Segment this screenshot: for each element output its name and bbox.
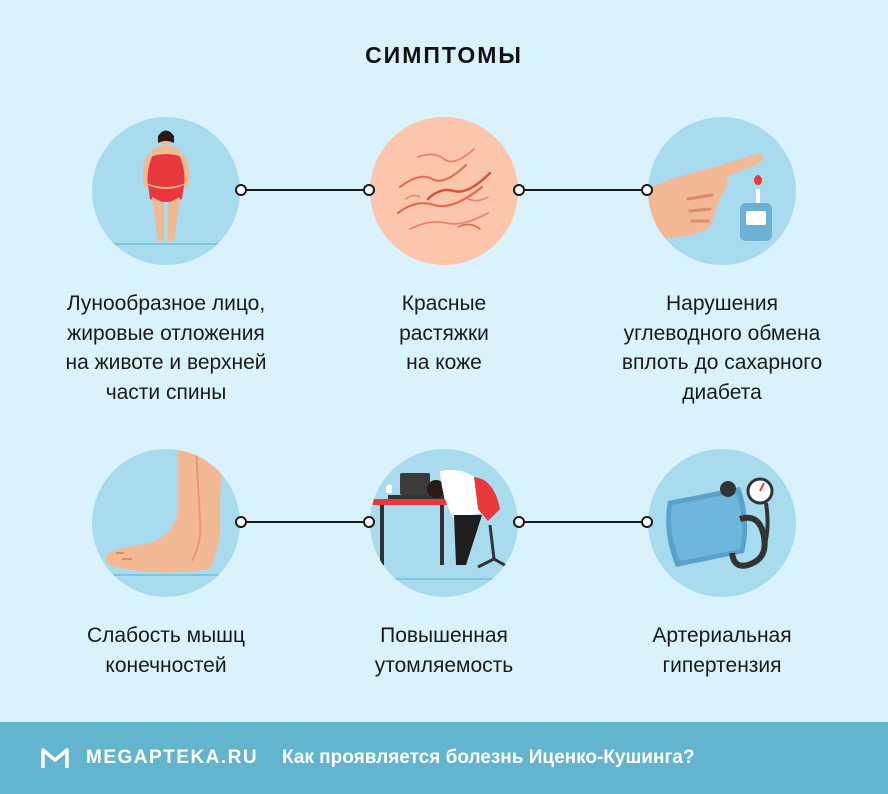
symptom-caption: Артериальная гипертензия — [652, 624, 792, 677]
symptom-caption: Красные растяжки на коже — [399, 292, 489, 374]
footer-bar: MEGAPTEKA.RU Как проявляется болезнь Ице… — [0, 722, 888, 794]
tired-person-at-desk-icon — [370, 469, 518, 580]
connector-line — [518, 189, 648, 191]
symptom-image-hypertension — [648, 449, 796, 597]
glucometer-icon — [648, 153, 772, 241]
symptom-caption: Нарушения углеводного обмена вплоть до с… — [621, 292, 823, 404]
symptom-caption: Повышенная утомляемость — [374, 624, 514, 677]
symptom-image-fatigue — [370, 449, 518, 597]
connector-line — [240, 189, 370, 191]
symptom-image-obesity — [92, 117, 240, 265]
connector-dot — [235, 184, 247, 196]
connector-line — [518, 521, 648, 523]
symptom-image-muscle-weakness — [92, 449, 240, 597]
connector-dot — [513, 184, 525, 196]
footer-caption: Как проявляется болезнь Иценко-Кушинга? — [282, 747, 695, 768]
megapteka-logo-icon — [41, 748, 69, 768]
connector-dot — [363, 184, 375, 196]
connector-dot — [363, 516, 375, 528]
connector-dot — [641, 516, 653, 528]
symptom-image-stretch-marks — [370, 117, 518, 265]
obese-woman-icon — [107, 130, 225, 245]
connector-line — [240, 521, 370, 523]
symptom-image-glucose — [648, 117, 796, 265]
connector-dot — [235, 516, 247, 528]
symptom-caption: Слабость мышц конечностей — [86, 624, 246, 677]
connector-dot — [513, 516, 525, 528]
blood-pressure-monitor-icon — [666, 477, 774, 569]
logo-text[interactable]: MEGAPTEKA.RU — [86, 747, 259, 768]
page-title: СИМПТОМЫ — [365, 42, 523, 68]
foot-icon — [92, 449, 240, 576]
skin-stretch-marks-icon — [370, 117, 518, 265]
connector-dot — [641, 184, 653, 196]
symptom-caption: Лунообразное лицо, жировые отложения на … — [65, 292, 267, 404]
